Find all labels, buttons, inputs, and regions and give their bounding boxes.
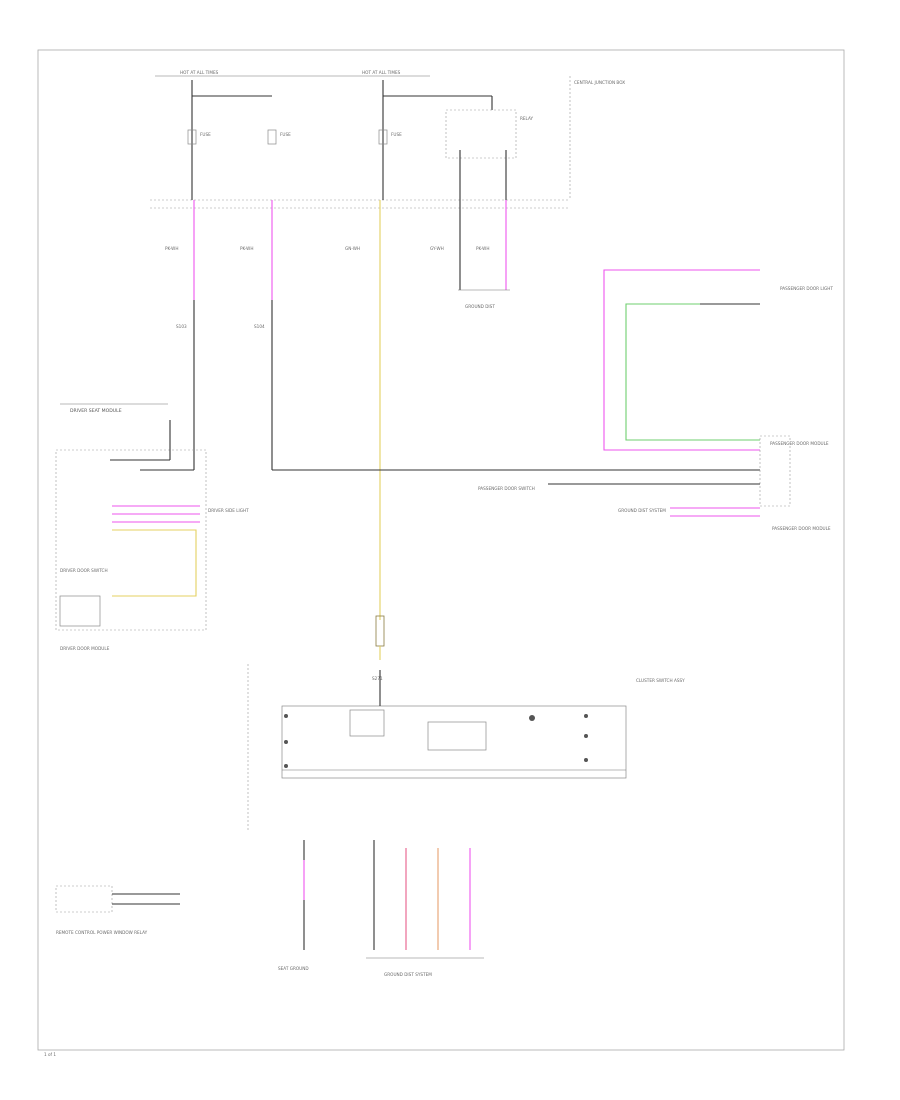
driver-side: DRIVER SEAT MODULE DRIVER SIDE LIGHT DRI… xyxy=(55,403,249,651)
junction-box-top: HOT AT ALL TIMES HOT AT ALL TIMES CENTRA… xyxy=(150,70,625,309)
cluster-switch: CLUSTER SWITCH ASSY xyxy=(247,664,685,832)
relay-label: RELAY xyxy=(520,116,534,121)
passenger-side: PASSENGER DOOR LIGHT PASSENGER DOOR MODU… xyxy=(478,269,833,531)
splice-label-1: S103 xyxy=(176,324,187,329)
splice-label-2: S104 xyxy=(254,324,265,329)
central-junction-label: CENTRAL JUNCTION BOX xyxy=(574,80,625,85)
footer-label: 1 of 1 xyxy=(44,1052,56,1057)
fuse-label-3: FUSE xyxy=(391,132,402,137)
bottom-wires: SEAT GROUND GROUND DIST SYSTEM xyxy=(278,840,484,977)
hot-label-1: HOT AT ALL TIMES xyxy=(180,70,219,75)
ground-dist-right-label: GROUND DIST SYSTEM xyxy=(618,508,666,513)
cluster-label: CLUSTER SWITCH ASSY xyxy=(636,678,685,683)
diagram-frame xyxy=(37,49,845,1051)
wire-label-2: PK-WH xyxy=(240,246,253,251)
fuse-label-1: FUSE xyxy=(200,132,211,137)
ground-top-label: GROUND DIST xyxy=(465,304,495,309)
driver-door-switch-label: DRIVER DOOR SWITCH xyxy=(60,568,108,573)
bottom-left-module: REMOTE CONTROL POWER WINDOW RELAY xyxy=(55,885,180,935)
fuse-label-2: FUSE xyxy=(280,132,291,137)
wire-label-3: GN-WH xyxy=(345,246,360,251)
driver-module-title: DRIVER SEAT MODULE xyxy=(70,408,122,414)
bottom-ground-label: GROUND DIST SYSTEM xyxy=(384,972,432,977)
pass-switch-label: PASSENGER DOOR SWITCH xyxy=(478,486,535,491)
s-conn-label: S271 xyxy=(372,676,383,681)
wire-label-5: PK-WH xyxy=(476,246,489,251)
driver-side-light-label: DRIVER SIDE LIGHT xyxy=(208,508,249,513)
bottom-ground-left-label: SEAT GROUND xyxy=(278,966,309,971)
bottom-left-module-label: REMOTE CONTROL POWER WINDOW RELAY xyxy=(56,930,148,935)
wire-label-1: PK-WH xyxy=(165,246,178,251)
pass-door-light-label: PASSENGER DOOR LIGHT xyxy=(780,286,833,291)
wires-top: PK-WH PK-WH GN-WH GY-WH PK-WH S103 S104 … xyxy=(140,200,760,681)
hot-label-2: HOT AT ALL TIMES xyxy=(362,70,401,75)
wire-label-4: GY-WH xyxy=(430,246,444,251)
pass-module-label-2: PASSENGER DOOR MODULE xyxy=(772,526,831,531)
driver-door-module-label: DRIVER DOOR MODULE xyxy=(60,646,110,651)
pass-module-label: PASSENGER DOOR MODULE xyxy=(770,441,829,446)
